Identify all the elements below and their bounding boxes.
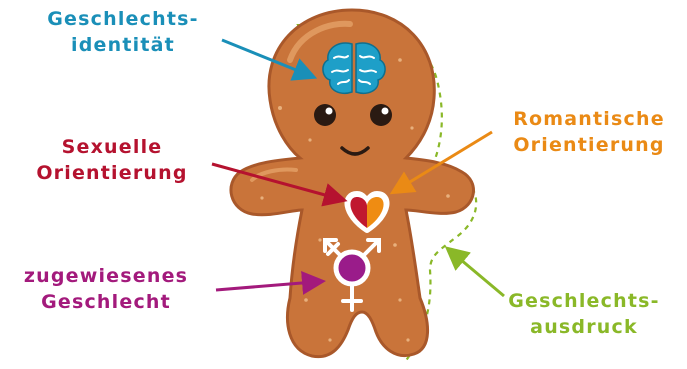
- label-sexual-orientation: Sexuelle Orientierung: [22, 134, 202, 186]
- label-gender-identity: Geschlechts- identität: [28, 6, 218, 58]
- label-line: identität: [28, 32, 218, 58]
- label-assigned-sex: zugewiesenes Geschlecht: [6, 263, 206, 315]
- label-line: ausdruck: [484, 314, 684, 340]
- label-line: Sexuelle: [22, 134, 202, 160]
- label-line: Orientierung: [22, 160, 202, 186]
- label-line: Romantische: [494, 106, 684, 132]
- label-line: Geschlechts-: [484, 288, 684, 314]
- label-line: Geschlechts-: [28, 6, 218, 32]
- label-romantic-orientation: Romantische Orientierung: [494, 106, 684, 158]
- label-line: zugewiesenes: [6, 263, 206, 289]
- label-line: Geschlecht: [6, 289, 206, 315]
- label-gender-expression: Geschlechts- ausdruck: [484, 288, 684, 340]
- label-line: Orientierung: [494, 132, 684, 158]
